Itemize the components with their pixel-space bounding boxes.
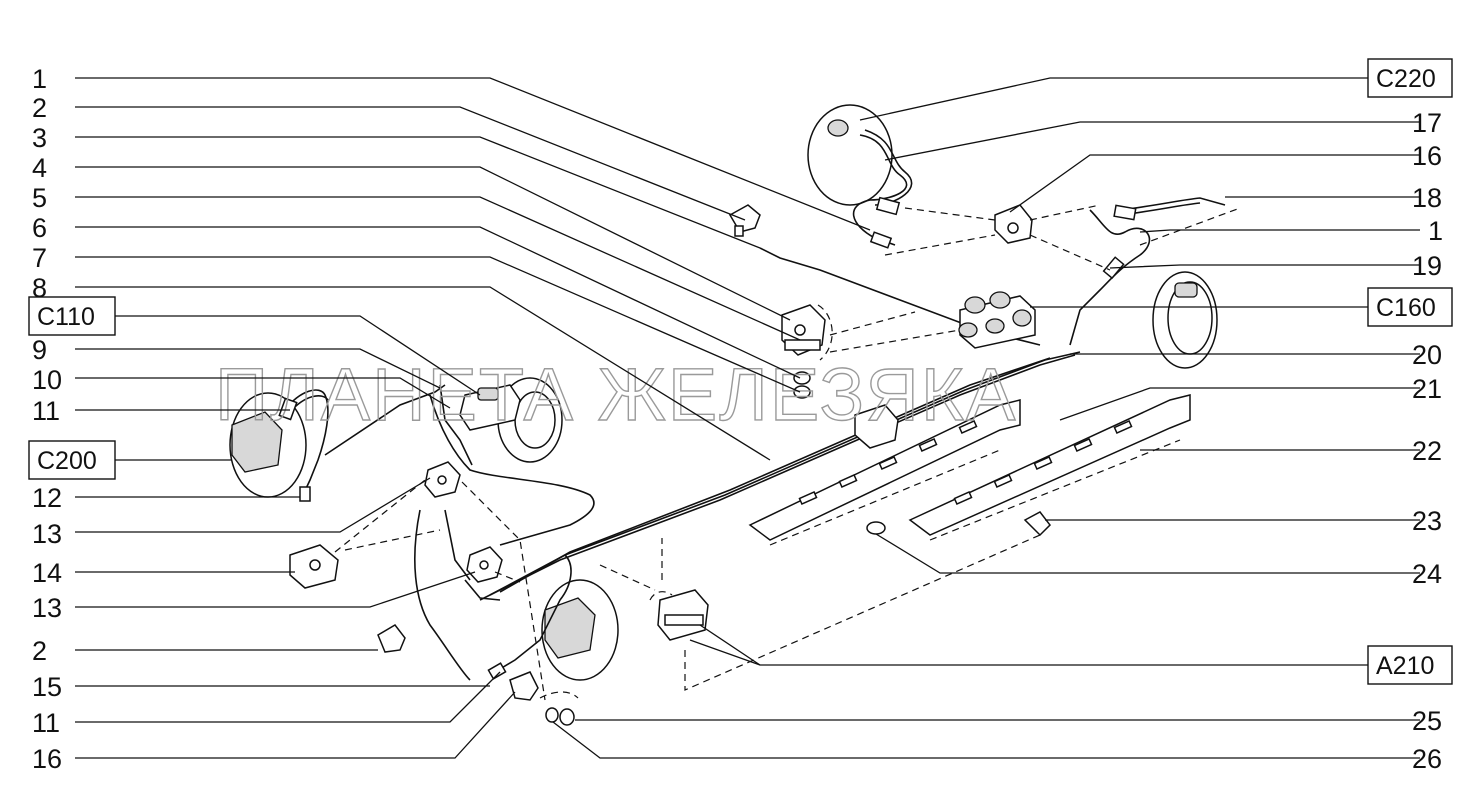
code-box-c110: C110 [28,296,116,336]
callout-6: 6 [32,213,47,243]
callout-13a: 13 [32,519,62,549]
callout-17: 17 [1412,108,1442,138]
callout-26: 26 [1412,744,1442,774]
callout-1: 1 [32,64,47,94]
code-c110: C110 [37,303,95,331]
callout-12: 12 [32,483,62,513]
callout-2: 2 [32,93,47,123]
callout-24: 24 [1412,559,1442,589]
front-caliper-right [487,554,619,681]
pipe-clip-14 [289,544,339,589]
front-pipe-runs [324,384,595,681]
brake-fitting-lower [377,624,406,653]
callout-13b: 13 [32,593,62,623]
washer-24 [866,521,886,535]
callout-21: 21 [1412,374,1442,404]
pipe-clip-mid [854,404,899,449]
callout-8: 8 [32,273,47,303]
code-box-c220: C220 [1367,58,1453,98]
callout-22: 22 [1412,436,1442,466]
callout-15: 15 [32,672,62,702]
clip-23 [1023,511,1051,537]
brake-tee-lower [466,546,503,583]
assembly-dashed-lines [334,204,1241,701]
grommet-26 [545,707,559,723]
rear-brake-drum-right [807,104,913,249]
callout-5: 5 [32,183,47,213]
callout-9: 9 [32,335,47,365]
callout-11b: 11 [32,708,60,738]
callout-4: 4 [32,153,47,183]
callout-11a: 11 [32,396,60,426]
rear-brake-drum-left [1069,197,1226,369]
callout-2b: 2 [32,636,47,666]
callout-14: 14 [32,558,62,588]
code-a210: A210 [1376,652,1434,680]
code-box-c160: C160 [1367,287,1453,327]
code-c200: C200 [37,447,97,475]
callout-25: 25 [1412,706,1442,736]
floor-rail-right [908,394,1191,536]
code-box-a210: A210 [1367,645,1453,685]
callout-23: 23 [1412,506,1442,536]
leader-lines-right [552,77,1420,759]
callout-20: 20 [1412,340,1442,370]
master-cylinder [459,384,521,431]
regulator-mount-bracket [781,304,826,399]
right-callout-numbers: 17 16 18 1 19 20 21 22 23 24 25 26 [1412,108,1443,774]
floor-rail-left [748,399,1021,541]
callout-18: 18 [1412,183,1442,213]
rear-clip-assembly [657,589,709,641]
callout-3: 3 [32,123,47,153]
callout-16: 16 [1412,141,1442,171]
callout-19: 19 [1412,251,1442,281]
watermark: ПЛАНЕТА ЖЕЛЕЗЯКА [215,353,1017,436]
callout-16b: 16 [32,744,62,774]
callout-10: 10 [32,365,62,395]
code-c220: C220 [1376,65,1436,93]
left-callout-numbers: 1 2 3 4 5 6 7 8 9 10 11 12 13 14 13 2 15… [32,64,62,774]
brake-tee-upper [424,461,461,498]
brake-fitting-top [728,204,761,237]
code-box-c200: C200 [28,440,116,480]
callout-1b: 1 [1428,216,1443,246]
pressure-regulator [958,291,1036,349]
leader-lines-left [75,77,871,759]
code-c160: C160 [1376,294,1436,322]
pipe-bracket-top [994,204,1033,244]
pipe-clip-16 [509,671,539,701]
grommet-25 [559,708,575,726]
callout-7: 7 [32,243,47,273]
